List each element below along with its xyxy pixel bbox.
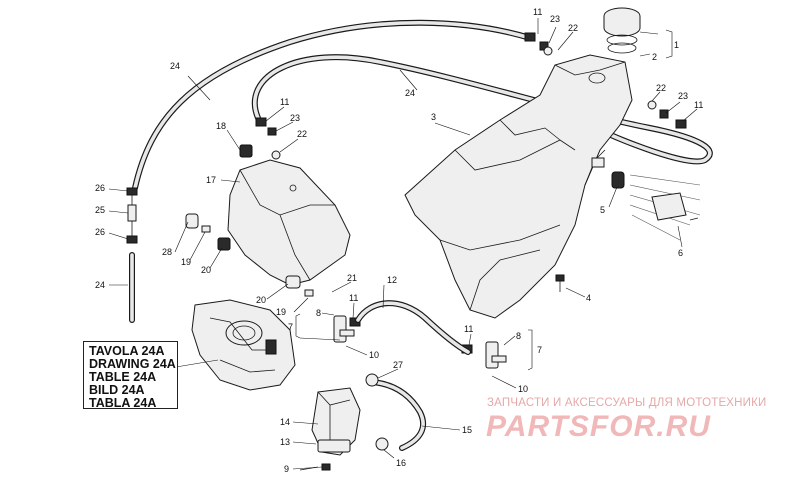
hose-clamp (126, 235, 138, 244)
watermark-logo: PARTSFOR.RU (486, 410, 711, 443)
callout-11b: 11 (280, 97, 289, 107)
callout-2: 2 (652, 52, 657, 62)
pump-screw (299, 463, 331, 471)
grommet (185, 213, 199, 229)
callout-10b: 10 (518, 384, 528, 394)
callout-23c: 23 (678, 91, 688, 101)
callout-24a: 24 (170, 61, 180, 71)
leader-lines (108, 18, 698, 470)
callout-27: 27 (393, 360, 403, 370)
callout-7a: 7 (288, 322, 293, 332)
callout-10a: 10 (369, 350, 379, 360)
callout-15: 15 (462, 425, 472, 435)
washer (647, 100, 657, 110)
reference-line-english-drawing: DRAWING 24A (89, 357, 176, 371)
drawing-reference-box: TAVOLA 24A DRAWING 24A TABLE 24A BILD 24… (83, 341, 178, 410)
reference-line-italian: TAVOLA 24A (89, 344, 165, 358)
hose-clamp (126, 187, 138, 196)
callout-25: 25 (95, 205, 105, 215)
watermark-caption: ЗАПЧАСТИ И АКСЕССУАРЫ ДЛЯ МОТОТЕХНИКИ (487, 397, 767, 409)
spacer (201, 225, 211, 233)
reference-line-spanish: TABLA 24A (89, 396, 157, 410)
callout-23b: 23 (290, 113, 300, 123)
expansion-reservoir (227, 159, 351, 286)
callout-18: 18 (216, 121, 226, 131)
fuel-hose-lower (369, 379, 427, 451)
callout-21: 21 (347, 273, 357, 283)
callout-28: 28 (162, 247, 172, 257)
hose-clamp (659, 109, 669, 119)
callout-4: 4 (586, 293, 591, 303)
fuel-tank (404, 54, 633, 319)
callout-26b: 26 (95, 227, 105, 237)
reference-line-german: BILD 24A (89, 383, 145, 397)
callout-labels: 1 2 3 4 5 6 7 7 8 8 9 10 10 11 11 11 11 … (95, 7, 703, 474)
washer (543, 46, 553, 56)
callout-8b: 8 (516, 331, 521, 341)
callout-20b: 20 (256, 295, 266, 305)
callout-24b: 24 (405, 88, 415, 98)
grommet (285, 275, 301, 289)
grommet (217, 237, 231, 251)
grommet (239, 144, 253, 158)
callout-1: 1 (674, 40, 679, 50)
fuel-pump (311, 387, 361, 456)
callout-7b: 7 (537, 345, 542, 355)
tank-screw (555, 274, 565, 292)
reference-line-english-table: TABLE 24A (89, 370, 157, 384)
callout-11c: 11 (694, 100, 703, 110)
callout-6: 6 (678, 248, 683, 258)
washer (271, 150, 281, 160)
callout-11e: 11 (464, 324, 473, 334)
callout-13: 13 (280, 437, 290, 447)
callout-22a: 22 (568, 23, 578, 33)
callout-23a: 23 (550, 14, 560, 24)
callout-26a: 26 (95, 183, 105, 193)
callout-14: 14 (280, 417, 290, 427)
callout-11d: 11 (349, 293, 358, 303)
callout-20a: 20 (201, 265, 211, 275)
hose-clamp (675, 119, 687, 129)
callout-11a: 11 (533, 7, 542, 17)
hose-clamp (375, 437, 389, 451)
frame-bracket (629, 174, 701, 241)
callout-22c: 22 (656, 83, 666, 93)
check-valve (127, 195, 137, 236)
carburettor (191, 299, 296, 391)
callout-12: 12 (387, 275, 397, 285)
fuel-hose (355, 300, 471, 355)
spacer (304, 289, 314, 297)
callout-24c: 24 (95, 280, 105, 290)
callout-3: 3 (431, 112, 436, 122)
rubber-mount (611, 171, 625, 189)
callout-9: 9 (284, 464, 289, 474)
callout-19a: 19 (181, 257, 191, 267)
fuel-tap (333, 315, 355, 343)
callout-5: 5 (600, 205, 605, 215)
hose-clamp (365, 373, 379, 387)
hose-clamp (267, 127, 277, 136)
callout-17: 17 (206, 175, 216, 185)
callout-22b: 22 (297, 129, 307, 139)
hose-clamp (524, 32, 536, 42)
vent-hose-long (132, 19, 533, 191)
hose-clamp (255, 117, 267, 127)
callout-19b: 19 (276, 307, 286, 317)
callout-16: 16 (396, 458, 406, 468)
fuel-tap (485, 341, 507, 369)
callout-8a: 8 (316, 308, 321, 318)
tank-cap (603, 7, 641, 54)
